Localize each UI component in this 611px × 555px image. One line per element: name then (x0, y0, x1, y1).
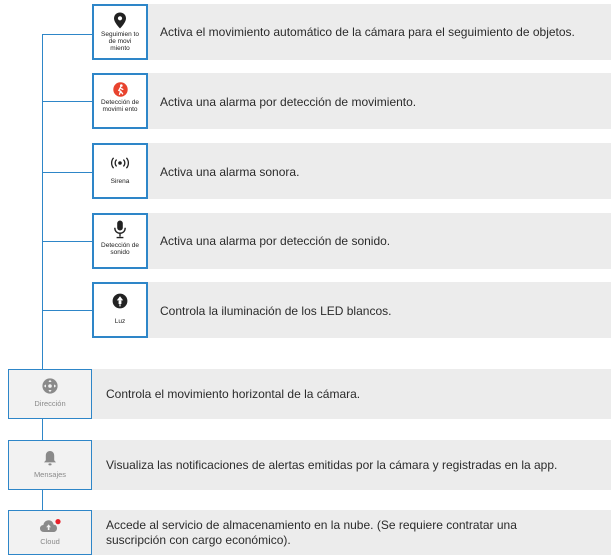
location-pin-icon (113, 12, 127, 29)
motion-detection-description: Activa una alarma por detección de movim… (160, 95, 417, 109)
feature-row-light (92, 282, 611, 338)
tracking-label: Seguimien to de movi miento (101, 31, 139, 52)
tracking-description: Activa el movimiento automático de la cá… (160, 25, 575, 39)
direction-description: Controla el movimiento horizontal de la … (106, 387, 361, 401)
feature-row-messages (8, 440, 611, 490)
microphone-icon (113, 220, 127, 239)
light-icon (112, 293, 128, 309)
tracking-button[interactable]: Seguimien to de movi miento (92, 4, 148, 60)
siren-button[interactable]: Sirena (92, 143, 148, 199)
light-label: Luz (114, 318, 126, 325)
tree-connector-branch (42, 241, 92, 242)
direction-label: Dirección (34, 399, 66, 408)
direction-pad-icon (42, 378, 58, 394)
tree-connector-branch (42, 310, 92, 311)
cloud-button[interactable]: Cloud (8, 510, 92, 555)
sound-detection-label: Detección de sonido (101, 242, 139, 256)
direction-button[interactable]: Dirección (8, 369, 92, 419)
feature-row-sound-detection (92, 213, 611, 269)
tree-connector-branch (42, 172, 92, 173)
tree-connector-branch (42, 101, 92, 102)
motion-detection-icon (112, 82, 128, 97)
cloud-icon (39, 518, 61, 534)
siren-icon (110, 157, 130, 169)
feature-row-cloud (8, 510, 611, 555)
messages-label: Mensajes (33, 470, 67, 479)
tree-connector-branch (42, 34, 92, 35)
sound-detection-description: Activa una alarma por detección de sonid… (160, 234, 391, 248)
feature-row-siren (92, 143, 611, 199)
light-button[interactable]: Luz (92, 282, 148, 338)
messages-button[interactable]: Mensajes (8, 440, 92, 490)
feature-row-tracking (92, 4, 611, 60)
siren-label: Sirena (110, 178, 130, 185)
bell-icon (43, 450, 57, 466)
feature-row-motion-detection (92, 73, 611, 129)
cloud-label: Cloud (40, 537, 60, 546)
feature-row-direction (8, 369, 611, 419)
motion-detection-label: Detección de movimi ento (101, 99, 139, 113)
messages-description: Visualiza las notificaciones de alertas … (106, 458, 558, 472)
tree-connector-main (42, 34, 43, 528)
siren-description: Activa una alarma sonora. (160, 165, 300, 179)
motion-detection-button[interactable]: Detección de movimi ento (92, 73, 148, 129)
cloud-description: Accede al servicio de almacenamiento en … (106, 518, 517, 547)
sound-detection-button[interactable]: Detección de sonido (92, 213, 148, 269)
light-description: Controla la iluminación de los LED blanc… (160, 304, 392, 318)
